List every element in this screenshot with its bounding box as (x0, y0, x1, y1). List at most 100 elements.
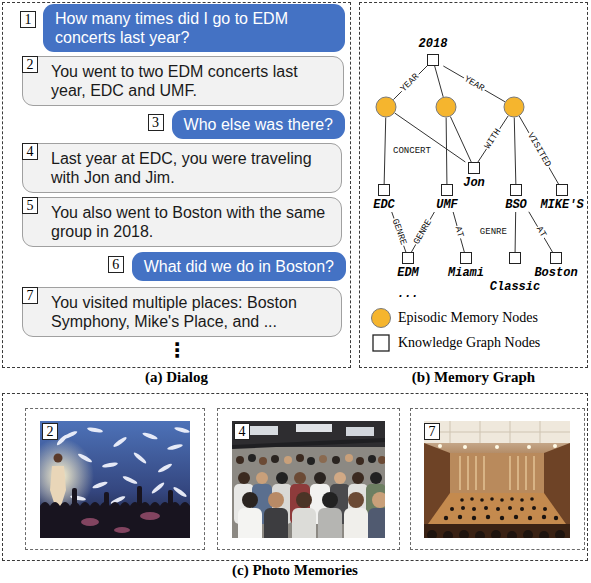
edge-label: GENRE (389, 217, 408, 248)
kg-node-square (468, 162, 480, 174)
kg-node: Jon (461, 162, 487, 190)
kg-node-square (402, 252, 414, 264)
continuation-dots: ⋮ (167, 340, 187, 360)
orchestra (470, 497, 474, 501)
orchestra (450, 507, 454, 511)
episodic-node-circle (375, 96, 397, 118)
crowd-people-front (264, 508, 288, 538)
graph-edge (453, 212, 464, 252)
more-nodes-ellipsis: ... (397, 288, 419, 301)
node-label: UMF (436, 199, 458, 212)
crowd-heads-back (284, 456, 292, 464)
audience (475, 531, 485, 538)
message-text: How many times did I go to EDM concerts … (55, 9, 333, 47)
kg-node-square (510, 184, 522, 196)
number-box: 7 (22, 287, 38, 304)
node-label: Miami (448, 267, 484, 280)
crowd-people-front (242, 492, 258, 508)
message-text: You went to two EDM concerts last year, … (51, 62, 333, 100)
photo-frame: 7 (410, 408, 585, 550)
orchestra (530, 497, 534, 501)
number-box: 4 (234, 423, 250, 440)
crowd-heads-back (319, 455, 327, 463)
crowd-heads-back (345, 454, 353, 462)
kg-node: EDM (395, 252, 421, 280)
node-label: Classic (490, 281, 540, 294)
crowd-heads-back (271, 455, 279, 463)
audience (443, 531, 453, 538)
message-text: You also went to Boston with the same gr… (51, 203, 331, 241)
orchestra (480, 498, 484, 502)
crowd-people-front (344, 508, 368, 538)
episodic-node-circle (504, 97, 524, 117)
number-box: 3 (148, 114, 164, 131)
concert-hall-photo (424, 421, 570, 538)
message-text: Last year at EDC, you were traveling wit… (51, 149, 331, 187)
crowd-people-front (292, 508, 316, 538)
concert-hall-photo (495, 445, 499, 449)
panel: 1How many times did I go to EDM concerts… (2, 2, 351, 368)
episodic-node (503, 96, 525, 118)
crowd-photo (232, 440, 385, 447)
legend-circle (372, 309, 391, 328)
panel-caption: (a) Dialog (145, 370, 208, 385)
confetti (87, 427, 103, 434)
photo-frame: 2 (25, 408, 205, 550)
crowd-heads-back (259, 457, 267, 465)
orchestra (554, 516, 558, 520)
orchestra (490, 497, 494, 501)
audience (427, 530, 565, 538)
concert-hall-photo (527, 445, 531, 449)
crowd-people-front (268, 492, 284, 508)
confetti (133, 451, 148, 464)
panel-caption: (b) Memory Graph (412, 370, 535, 385)
number-box: 4 (22, 143, 38, 160)
kg-node: Classic (488, 252, 542, 294)
crowd-heads-back (236, 454, 385, 465)
orchestra (508, 506, 512, 510)
crowd-heads-back (248, 454, 256, 462)
orchestra (472, 507, 476, 511)
callout-number: 7 (27, 288, 34, 303)
confetti (122, 475, 138, 485)
callout-number: 4 (239, 424, 246, 439)
number-box: 7 (424, 423, 440, 440)
orchestra (484, 506, 488, 510)
graph-edge (392, 212, 406, 252)
concert-hall-photo (438, 444, 557, 449)
callout-number: 6 (112, 257, 119, 272)
kg-node-square (427, 54, 439, 66)
stage-lights (114, 527, 130, 533)
edge-label: GENRE (411, 217, 434, 247)
orchestra (520, 498, 524, 502)
crowd-heads-back (356, 457, 364, 465)
assistant-message-bubble: You went to two EDM concerts last year, … (22, 56, 344, 106)
edge-label: YEAR (398, 71, 422, 95)
node-label: 2018 (419, 38, 448, 51)
crowd-people-middle (314, 472, 326, 484)
graph-edge (446, 117, 448, 184)
kg-node: 2018 (417, 38, 450, 66)
kg-node: MIKE'S (538, 184, 585, 212)
legend-swatch (371, 333, 391, 353)
user-message-bubble: How many times did I go to EDM concerts … (43, 4, 345, 52)
panel-caption: (c) Photo Memories (232, 563, 358, 578)
node-label: EDM (397, 267, 419, 280)
legend-entry: Episodic Memory Nodes (371, 308, 538, 328)
crowd-silhouette (40, 486, 190, 538)
graph-edge (443, 66, 505, 102)
crowd-heads-back (378, 456, 385, 464)
edge-label: CONCERT (392, 146, 432, 156)
orchestra (528, 516, 532, 520)
orchestra (444, 516, 448, 520)
callout-number: 3 (152, 115, 159, 130)
callout-number: 4 (27, 144, 34, 159)
crowd-people-middle (352, 472, 364, 484)
orchestra (496, 507, 500, 511)
concert-hall-photo (428, 493, 566, 524)
crowd-heads-back (332, 456, 340, 464)
callout-number: 2 (47, 424, 54, 439)
confetti (142, 431, 158, 440)
assistant-message-bubble: You also went to Boston with the same gr… (22, 197, 342, 247)
